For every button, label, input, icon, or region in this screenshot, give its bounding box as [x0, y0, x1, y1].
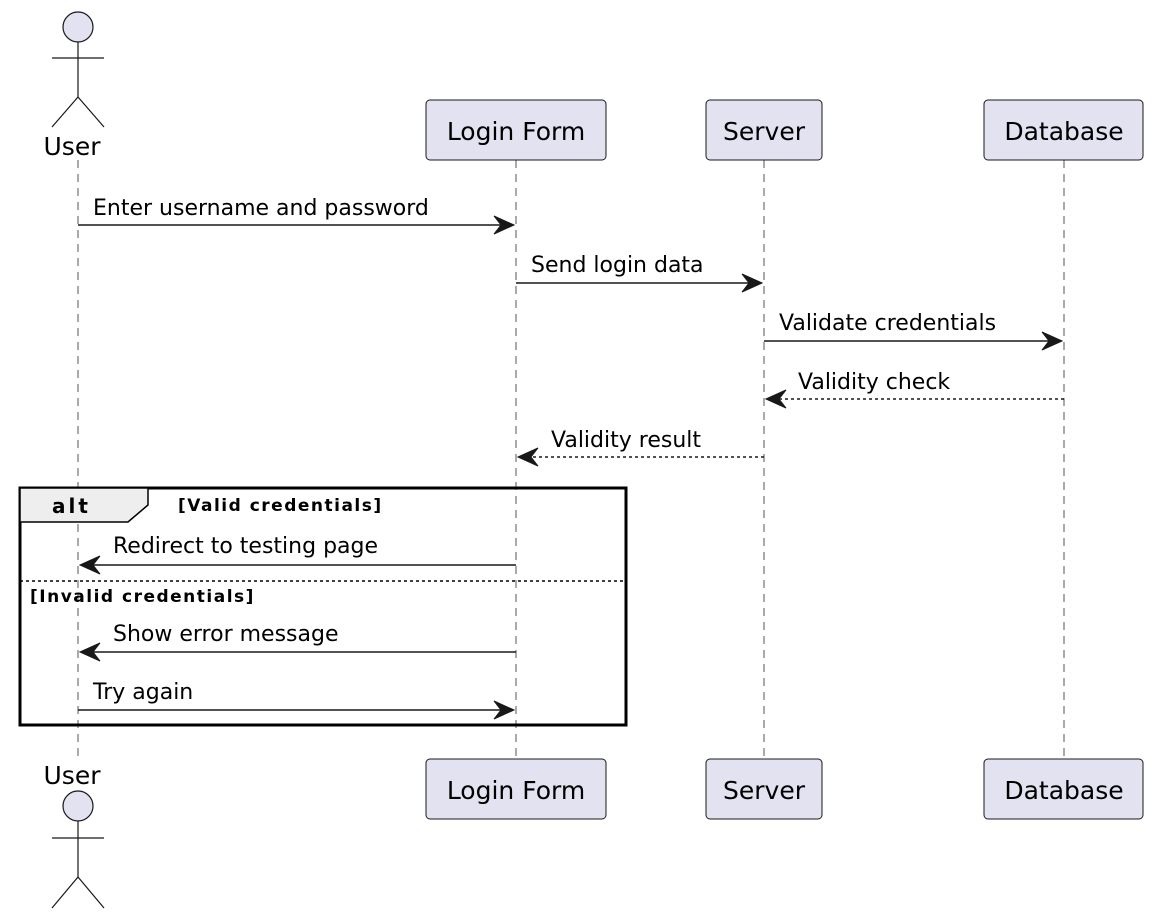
- participant-box: [983, 99, 1144, 161]
- fragment-guard-invalid: [Invalid credentials]: [30, 587, 255, 607]
- actor-user-top: User: [44, 11, 105, 161]
- participant-label: Server: [723, 117, 806, 146]
- arrowhead-icon: [1041, 331, 1064, 351]
- participant-box: [983, 758, 1144, 820]
- participant-label: Login Form: [447, 776, 585, 805]
- participant-label: Database: [1004, 117, 1123, 146]
- actor-left-leg: [51, 96, 79, 128]
- arrowhead-icon: [764, 389, 787, 409]
- participant-login-form-top: Login Form: [425, 99, 607, 161]
- participant-login-form-bottom: Login Form: [425, 758, 607, 820]
- fragment-guard-valid: [Valid credentials]: [178, 496, 383, 516]
- message-label: Validity result: [551, 428, 701, 453]
- message-send-login-data: Send login data: [516, 253, 764, 293]
- actor-label-top: User: [44, 132, 102, 161]
- message-validity-result: Validity result: [516, 428, 764, 467]
- participant-label: Database: [1004, 776, 1123, 805]
- participant-label: Server: [723, 776, 806, 805]
- fragment-frame: [18, 486, 628, 727]
- message-label: Validity check: [798, 370, 950, 395]
- message-show-error: Show error message: [78, 622, 516, 662]
- message-label: Enter username and password: [93, 196, 429, 221]
- participant-label: Login Form: [447, 117, 585, 146]
- message-enter-credentials: Enter username and password: [78, 196, 516, 235]
- actor-left-leg: [51, 876, 79, 909]
- message-label: Send login data: [531, 253, 704, 278]
- arrowhead-icon: [493, 700, 516, 720]
- message-label: Validate credentials: [779, 311, 996, 336]
- actor-head-icon: [62, 790, 94, 822]
- message-label: Try again: [92, 680, 193, 705]
- message-validity-check: Validity check: [764, 370, 1064, 409]
- arrowhead-icon: [741, 273, 764, 293]
- message-label: Redirect to testing page: [113, 534, 378, 559]
- fragment-tab: [19, 487, 149, 523]
- participant-server-bottom: Server: [705, 758, 823, 820]
- actor-head-icon: [62, 11, 94, 43]
- participant-box: [705, 758, 823, 820]
- arrowhead-icon: [78, 555, 101, 575]
- message-redirect: Redirect to testing page: [78, 534, 516, 575]
- arrowhead-icon: [78, 642, 101, 662]
- actor-user-bottom: User: [44, 761, 105, 909]
- message-validate-credentials: Validate credentials: [764, 311, 1064, 351]
- message-label: Show error message: [113, 622, 338, 647]
- arrowhead-icon: [493, 215, 516, 235]
- fragment-keyword: alt: [52, 494, 91, 518]
- actor-right-leg: [77, 876, 105, 909]
- alt-fragment: alt [Valid credentials] [Invalid credent…: [18, 486, 628, 727]
- participant-box: [425, 99, 607, 161]
- arrowhead-icon: [516, 447, 539, 467]
- participant-box: [425, 758, 607, 820]
- participant-server-top: Server: [705, 99, 823, 161]
- participant-database-bottom: Database: [983, 758, 1144, 820]
- participant-box: [705, 99, 823, 161]
- message-try-again: Try again: [78, 680, 516, 720]
- actor-right-leg: [77, 96, 105, 128]
- actor-label-bottom: User: [44, 761, 102, 790]
- participant-database-top: Database: [983, 99, 1144, 161]
